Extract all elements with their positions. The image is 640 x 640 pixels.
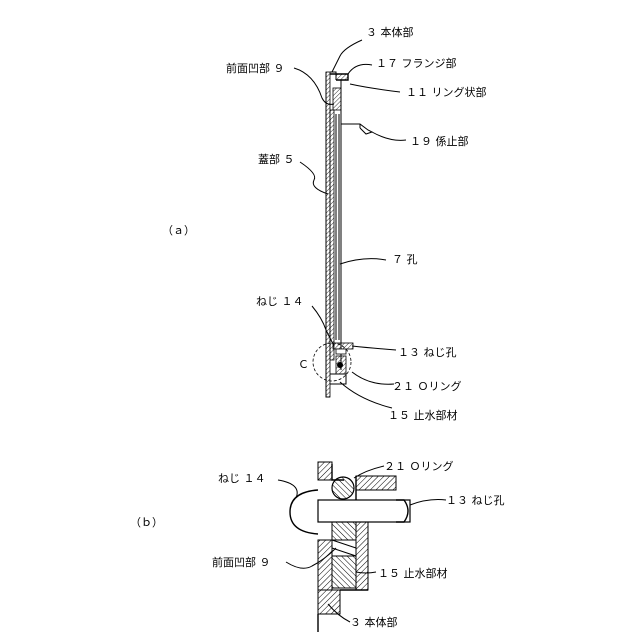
seal-detail (332, 522, 356, 588)
label-ring: １１ リング状部 (406, 85, 487, 99)
label-seal: １５ 止水部材 (388, 408, 458, 422)
leader-lines-a (294, 40, 406, 408)
label-b-front-recess: 前面凹部 ９ (212, 555, 271, 569)
label-front-recess: 前面凹部 ９ (226, 61, 285, 75)
label-b-body: ３ 本体部 (350, 615, 398, 629)
lid (330, 110, 334, 360)
panel-a-tag: （ａ） (162, 224, 195, 237)
label-b-seal: １５ 止水部材 (378, 566, 448, 580)
label-screw-hole: １３ ねじ孔 (398, 346, 457, 359)
label-catch: １９ 係止部 (410, 134, 469, 148)
label-b-screw-hole: １３ ねじ孔 (446, 494, 505, 507)
oring-section (332, 477, 354, 499)
screw-assembly (330, 343, 353, 384)
label-oring: ２１ Ｏリング (392, 379, 462, 393)
panel-a: （ａ） (162, 25, 487, 422)
label-flange: １７ フランジ部 (376, 56, 457, 70)
flange (330, 74, 348, 80)
label-lid: 蓋部 ５ (258, 152, 295, 166)
label-screw: ねじ １４ (256, 295, 304, 308)
label-detail-c: Ｃ (298, 358, 309, 371)
label-b-screw: ねじ １４ (218, 472, 266, 485)
panel-b-tag: （ｂ） (130, 516, 163, 529)
label-b-oring: ２１ Ｏリング (384, 459, 454, 473)
catch-hook (341, 124, 372, 134)
panel-b: （ｂ） (130, 459, 505, 632)
label-hole: ７ 孔 (392, 253, 418, 266)
hole-channel (336, 114, 339, 340)
label-body: ３ 本体部 (366, 25, 414, 39)
